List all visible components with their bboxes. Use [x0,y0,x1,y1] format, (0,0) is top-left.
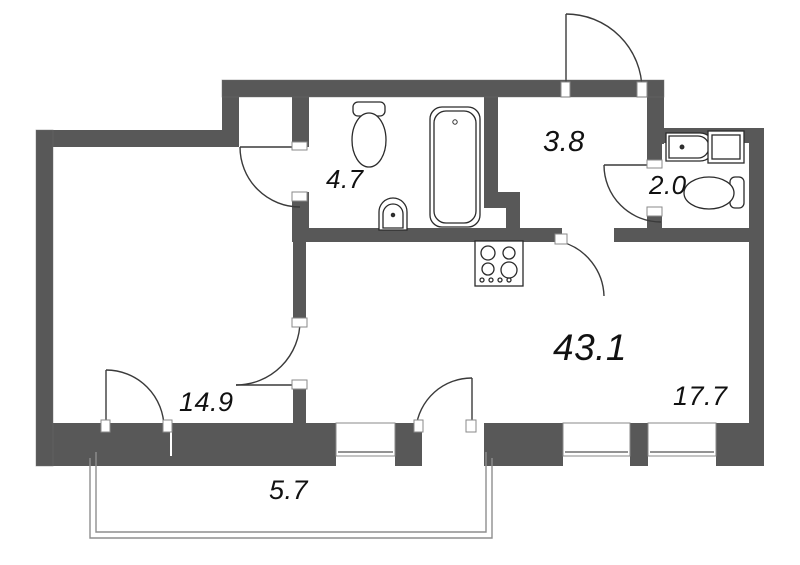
window-room-left [335,422,396,457]
bathroom-main-door [239,141,308,208]
wall-bath-right [484,97,498,207]
wall-bottom-seg-3 [716,423,764,466]
wall-wc-bottom [614,228,764,242]
area-label-living-room: 43.1 [553,327,628,368]
wall-right-outer [749,228,764,466]
wall-left-outer [36,130,53,466]
area-label-room-left: 14.9 [179,387,234,417]
wall-bottom-seg-2 [484,423,563,466]
window-bedroom-2 [647,422,717,457]
wall-wc-right [749,128,764,240]
fixtures-group [351,101,745,287]
area-label-bedroom: 17.7 [673,381,728,411]
wall-bottom-pier-1 [170,423,244,466]
entrance-door [560,13,648,98]
wall-bottom-pier-4 [630,423,648,466]
wall-bottom-pier-2 [244,423,336,466]
walls-group [36,80,764,466]
wall-top-left-step [36,130,232,147]
wall-interior-vertical [293,242,306,326]
area-label-balcony: 5.7 [269,475,309,505]
wall-bath-right-stub [506,192,520,240]
toilet-wc-icon [683,176,745,210]
wall-wc-left-upper [647,128,662,165]
balcony-door [100,369,173,433]
wall-vestibule-right [292,80,309,147]
washing-machine-icon [707,130,745,164]
wc-door [603,159,663,223]
sink-main-bathroom-icon [378,197,408,231]
living-room-door [554,233,605,297]
window-balcony-1 [170,423,172,456]
wall-outlines [35,79,665,467]
doors-group [100,13,663,433]
area-label-bathroom-main: 4.7 [326,164,364,194]
window-bedroom-1 [562,422,631,457]
wall-top-bathroom [222,80,664,97]
wall-bathroom-bottom [292,228,562,242]
wall-interior-vertical-lower [293,385,306,423]
balcony-outline [89,452,493,539]
bathtub-icon [429,106,481,228]
area-label-bathroom-wc: 2.0 [649,170,687,200]
windows-group [170,422,717,457]
wall-step-vertical [222,80,239,147]
sink-wc-icon [665,132,715,162]
stove-four-burner-icon [474,240,524,287]
room-left-door [235,317,308,390]
area-label-hallway: 3.8 [543,126,585,158]
balcony-door-right [413,377,477,433]
toilet-main-bathroom-icon [351,101,387,168]
